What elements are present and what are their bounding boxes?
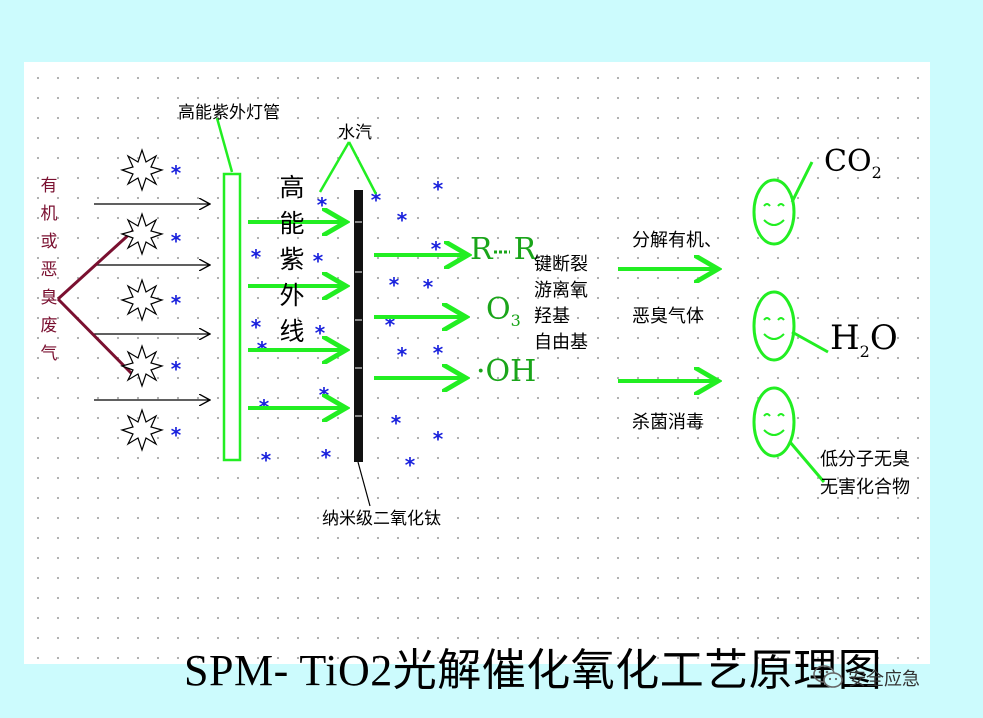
co2-base: CO (824, 144, 872, 179)
gas-divergence-lines (56, 228, 136, 378)
diagram-canvas: *** ** *** *** *** *** *** *** *** * (24, 62, 930, 695)
uv-lamp-pointer (215, 117, 234, 173)
smiley-h2o (752, 290, 829, 362)
reaction-line-4: 自由基 (534, 332, 588, 353)
uv-lamp-label: 高能紫外灯管 (178, 103, 280, 123)
svg-text:*: * (261, 448, 272, 472)
product-harmless-line-1: 低分子无臭 (820, 449, 910, 470)
co2-subscript: 2 (871, 163, 882, 182)
effect-arrows (618, 269, 716, 381)
pollutant-molecules (120, 148, 164, 452)
svg-text:*: * (423, 275, 434, 299)
tio2-pointer (357, 461, 371, 507)
tio2-label: 纳米级二氧化钛 (322, 509, 441, 529)
effect-sterilize: 杀菌消毒 (632, 412, 704, 433)
gas-inflow-arrows (94, 204, 210, 400)
svg-text:*: * (433, 177, 444, 201)
svg-text:*: * (171, 357, 182, 381)
svg-text:*: * (317, 193, 328, 217)
uv-arrows (248, 222, 344, 408)
product-co2: CO2 (824, 144, 882, 182)
product-harmless-line-2: 无害化合物 (820, 477, 910, 498)
species-r-right: R (513, 232, 537, 267)
species-oh: ·OH (476, 354, 537, 389)
wechat-icon (813, 665, 843, 688)
svg-text:*: * (371, 188, 382, 212)
product-h2o: H2O (830, 318, 898, 361)
svg-text:*: * (251, 315, 262, 339)
svg-text:*: * (397, 343, 408, 367)
uv-lamp-tube (222, 172, 242, 462)
effect-decompose-line-2: 恶臭气体 (632, 306, 704, 327)
species-r-left: R (470, 232, 493, 267)
svg-text:*: * (321, 445, 332, 469)
o3-base: O (486, 292, 511, 327)
reaction-line-3: 羟基 (534, 306, 570, 327)
svg-text:*: * (319, 383, 330, 407)
h2o-subscript: 2 (859, 341, 870, 361)
svg-text:*: * (433, 341, 444, 365)
waste-gas-label: 有机或恶臭废气 (40, 176, 58, 364)
reaction-description: 键断裂 游离氧 羟基 自由基 (534, 252, 588, 356)
high-energy-uv-label: 高能紫外线 (279, 173, 305, 346)
svg-text:*: * (171, 229, 182, 253)
smiley-harmless (752, 386, 826, 483)
svg-text:*: * (431, 237, 442, 261)
o3-subscript: 3 (510, 311, 521, 330)
tio2-plate (354, 190, 363, 462)
svg-text:*: * (433, 427, 444, 451)
svg-text:*: * (397, 208, 408, 232)
effect-decompose-line-1: 分解有机、 (632, 230, 722, 251)
svg-text:*: * (171, 423, 182, 447)
tio2-plate-texture (355, 221, 362, 417)
svg-text:*: * (385, 313, 396, 337)
svg-text:*: * (313, 249, 324, 273)
diagram-title: SPM- TiO2光解催化氧化工艺原理图 (184, 646, 883, 695)
reaction-line-1: 键断裂 (534, 254, 588, 275)
species-o3: O3 (486, 292, 521, 330)
svg-text:*: * (405, 453, 416, 477)
smiley-co2 (752, 161, 814, 246)
h2o-o: O (869, 318, 898, 358)
svg-text:*: * (171, 161, 182, 185)
water-vapor-pointers (318, 141, 378, 195)
water-vapor-label: 水汽 (338, 123, 372, 143)
svg-text:*: * (315, 321, 326, 345)
svg-text:*: * (389, 273, 400, 297)
diagram-graphics: *** ** *** *** *** *** *** *** *** * (56, 117, 829, 507)
watermark-account: 安全应急 (848, 669, 920, 690)
h2o-h: H (830, 318, 860, 358)
svg-text:*: * (171, 291, 182, 315)
svg-text:*: * (391, 411, 402, 435)
reaction-line-2: 游离氧 (534, 280, 588, 301)
reaction-arrows (374, 255, 466, 378)
svg-text:*: * (251, 245, 262, 269)
product-harmless: 低分子无臭 无害化合物 (820, 446, 910, 502)
